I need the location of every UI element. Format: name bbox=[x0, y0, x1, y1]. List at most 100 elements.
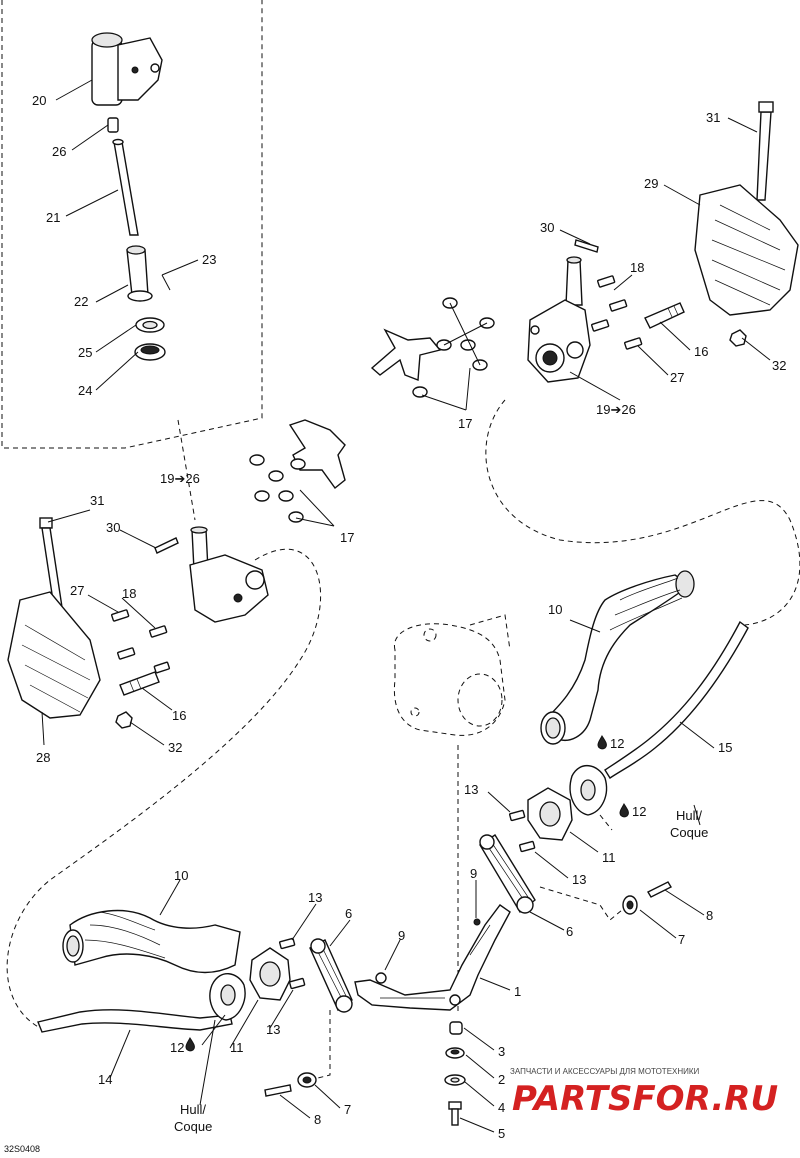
part-17-steering-arm-left bbox=[249, 419, 346, 523]
part-2-washer bbox=[445, 1047, 465, 1059]
label-24: 24 bbox=[78, 383, 92, 398]
label-19-26-left: 19➔26 bbox=[160, 471, 200, 486]
label-2: 2 bbox=[498, 1072, 505, 1087]
label-1: 1 bbox=[514, 984, 521, 999]
part-labels: 20 26 2 1 23 22 25 24 31 29 30 18 16 27 3… bbox=[4, 93, 786, 1154]
part-30-bolt-left bbox=[154, 537, 179, 554]
connection-line-right bbox=[485, 399, 800, 626]
part-11-flange-right bbox=[527, 787, 573, 841]
connection-line-left bbox=[6, 548, 321, 1029]
label-17-left: 17 bbox=[340, 530, 354, 545]
part-32-nut-right bbox=[729, 329, 747, 347]
label-15: 15 bbox=[718, 740, 732, 755]
part-7-grommet-left bbox=[297, 1072, 317, 1088]
label-31-left: 31 bbox=[90, 493, 104, 508]
part-26-bushing bbox=[107, 117, 119, 133]
part-31-bolt-right bbox=[756, 101, 774, 201]
oil-drop-icon bbox=[619, 803, 629, 818]
part-13-screw-right-b bbox=[518, 840, 536, 853]
label-8-left: 8 bbox=[314, 1112, 321, 1127]
label-20: 20 bbox=[32, 93, 46, 108]
connection-line-lower bbox=[317, 1010, 331, 1079]
label-19-26-right: 19➔26 bbox=[596, 402, 636, 417]
hull-label-left-line2: Coque bbox=[174, 1119, 212, 1134]
part-15-tube bbox=[604, 620, 749, 779]
part-29-cover bbox=[694, 184, 799, 316]
label-16-left: 16 bbox=[172, 708, 186, 723]
hull-label-left-line1: Hull/ bbox=[180, 1102, 206, 1117]
oil-drop-icon bbox=[597, 735, 607, 750]
label-11-right: 11 bbox=[602, 850, 616, 865]
label-31: 31 bbox=[706, 110, 720, 125]
part-18-screws-right bbox=[591, 275, 628, 332]
label-14: 14 bbox=[98, 1072, 112, 1087]
part-3-bushing bbox=[449, 1021, 463, 1035]
diagram-code: 32S0408 bbox=[4, 1144, 40, 1154]
label-3: 3 bbox=[498, 1044, 505, 1059]
part-gasket-left bbox=[209, 973, 246, 1021]
label-18-left: 18 bbox=[122, 586, 136, 601]
part-27-screw-right bbox=[624, 337, 643, 350]
leader-lines bbox=[41, 79, 771, 1133]
part-20-housing bbox=[91, 32, 163, 106]
label-30: 30 bbox=[540, 220, 554, 235]
label-23: 23 bbox=[202, 252, 216, 267]
label-29: 29 bbox=[644, 176, 658, 191]
label-7-left: 7 bbox=[344, 1102, 351, 1117]
label-11-left: 11 bbox=[230, 1040, 244, 1055]
part-7-grommet-right bbox=[622, 895, 638, 915]
label-25: 25 bbox=[78, 345, 92, 360]
part-16-pin-left bbox=[119, 661, 171, 696]
label-13-left-a: 13 bbox=[308, 890, 322, 905]
part-11-flange-left bbox=[249, 947, 291, 1001]
label-8-right: 8 bbox=[706, 908, 713, 923]
part-13-screw-right-a bbox=[508, 809, 526, 822]
part-13-screw-left-b bbox=[288, 977, 306, 990]
watermark-subtitle: ЗАПЧАСТИ И АКСЕССУАРЫ ДЛЯ МОТОТЕХНИКИ bbox=[510, 1067, 700, 1076]
part-8-bolt-right bbox=[647, 881, 672, 898]
label-18: 18 bbox=[630, 260, 644, 275]
part-10-pipe-right bbox=[540, 570, 695, 745]
part-17-steering-arm-right bbox=[370, 297, 495, 398]
label-32: 32 bbox=[772, 358, 786, 373]
label-22: 22 bbox=[74, 294, 88, 309]
part-23-pin bbox=[161, 274, 171, 291]
label-6-left: 6 bbox=[345, 906, 352, 921]
part-28-cover bbox=[7, 591, 101, 719]
part-18-screws-left bbox=[117, 625, 168, 660]
connection-line-inset bbox=[177, 419, 196, 521]
oil-drop-icon bbox=[185, 1037, 195, 1052]
label-10-left: 10 bbox=[174, 868, 188, 883]
hull-label-right-line2: Coque bbox=[670, 825, 708, 840]
part-25-washer bbox=[135, 317, 165, 333]
label-12-left: 12 bbox=[170, 1040, 184, 1055]
label-13-right-a: 13 bbox=[464, 782, 478, 797]
label-28: 28 bbox=[36, 750, 50, 765]
watermark: ЗАПЧАСТИ И АКСЕССУАРЫ ДЛЯ МОТОТЕХНИКИ PA… bbox=[510, 1067, 778, 1119]
part-32-nut-left bbox=[115, 711, 133, 729]
label-26: 26 bbox=[52, 144, 66, 159]
label-6-right: 6 bbox=[566, 924, 573, 939]
label-12-right-b: 12 bbox=[632, 804, 646, 819]
part-9-nut-center bbox=[375, 972, 387, 984]
part-27-screw-left bbox=[111, 609, 130, 622]
label-10-right: 10 bbox=[548, 602, 562, 617]
label-7-right: 7 bbox=[678, 932, 685, 947]
part-24-seal bbox=[134, 343, 166, 361]
part-6-link-right bbox=[479, 834, 536, 914]
part-19-housing-left bbox=[189, 526, 269, 623]
part-21-shaft bbox=[112, 138, 139, 236]
part-4-washer bbox=[444, 1074, 466, 1086]
connection-line-bracket bbox=[539, 886, 629, 921]
label-32-left: 32 bbox=[168, 740, 182, 755]
part-16-pin-right bbox=[644, 302, 685, 329]
part-gasket-right bbox=[569, 765, 608, 816]
label-9-left: 9 bbox=[398, 928, 405, 943]
label-27-left: 27 bbox=[70, 583, 84, 598]
inset-frame bbox=[1, 0, 263, 449]
part-8-bolt-left bbox=[264, 1084, 292, 1097]
label-13-right-b: 13 bbox=[572, 872, 586, 887]
part-30-bolt-right bbox=[574, 239, 599, 253]
part-5-bolt bbox=[448, 1101, 462, 1126]
